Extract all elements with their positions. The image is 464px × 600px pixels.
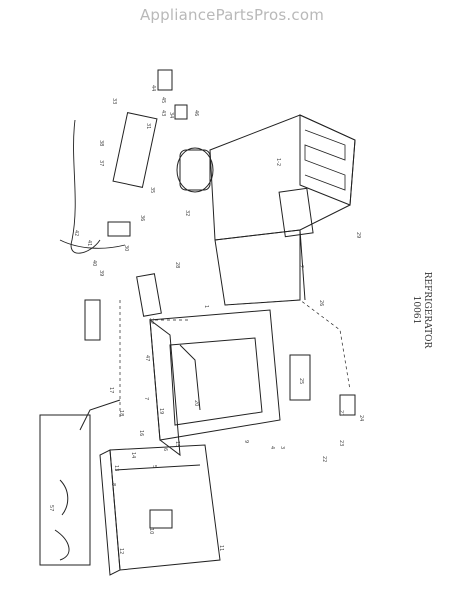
compressor xyxy=(176,147,214,193)
control-box xyxy=(278,187,314,238)
callout-43: 43 xyxy=(160,110,166,116)
callout-30: 30 xyxy=(123,245,129,251)
callout-22: 22 xyxy=(321,456,327,462)
callout-6: 6 xyxy=(162,448,168,451)
overload-part xyxy=(174,104,188,120)
callout-57: 57 xyxy=(48,505,54,511)
callout-47: 47 xyxy=(144,355,150,361)
callout-25: 25 xyxy=(298,378,304,384)
callout-21: 21 xyxy=(338,410,344,416)
thermostat-knob xyxy=(339,394,356,416)
drain-tube xyxy=(84,299,101,341)
callout-41: 41 xyxy=(86,240,92,246)
callout-38: 38 xyxy=(98,140,104,146)
shelf-part xyxy=(79,399,121,431)
callout-1: 1 xyxy=(203,305,209,308)
callout-17: 17 xyxy=(108,387,114,393)
callout-16: 16 xyxy=(138,430,144,436)
cabinet-back-assembly xyxy=(209,114,356,306)
relay-bracket xyxy=(112,112,158,188)
callout-29: 29 xyxy=(355,232,361,238)
power-cord xyxy=(59,119,126,254)
callout-28: 28 xyxy=(174,262,180,268)
inset-detail-box xyxy=(39,414,91,566)
callout-26: 26 xyxy=(318,300,324,306)
watermark-text: AppliancePartsPros.com xyxy=(139,6,325,24)
callout-46: 46 xyxy=(193,110,199,116)
callout-31: 31 xyxy=(145,123,151,129)
evaporator-tray xyxy=(136,273,162,317)
callout-35: 35 xyxy=(149,187,155,193)
callout-44: 44 xyxy=(150,85,156,91)
callout-9: 9 xyxy=(243,440,249,443)
door-handle-bracket xyxy=(149,509,173,529)
callout-20: 20 xyxy=(193,400,199,406)
inset-part-clip xyxy=(54,529,70,561)
callout-34: 34 xyxy=(168,112,174,118)
callout-33: 33 xyxy=(111,98,117,104)
callout-15: 15 xyxy=(174,441,180,447)
capacitor-part xyxy=(157,69,173,91)
relay-part xyxy=(107,221,131,237)
callout-5: 5 xyxy=(151,465,157,468)
callout-12: 12 xyxy=(118,548,124,554)
callout-8: 8 xyxy=(110,483,116,486)
callout-36: 36 xyxy=(139,215,145,221)
callout-13: 13 xyxy=(113,465,119,471)
callout-1-2: 1-2 xyxy=(275,158,281,166)
callout-24: 24 xyxy=(358,415,364,421)
condenser-coil xyxy=(304,129,346,191)
cabinet-front-box xyxy=(149,309,281,457)
callout-40: 40 xyxy=(91,260,97,266)
callout-3: 3 xyxy=(279,446,285,449)
callout-4: 4 xyxy=(269,446,275,449)
callout-7: 7 xyxy=(143,397,149,400)
callout-14: 14 xyxy=(130,452,136,458)
callout-42: 42 xyxy=(73,230,79,236)
callout-32: 32 xyxy=(184,210,190,216)
callout-27: 27 xyxy=(148,318,154,324)
inset-part-bracket xyxy=(59,479,69,516)
callout-37: 37 xyxy=(98,160,104,166)
callout-39: 39 xyxy=(98,270,104,276)
callout-23: 23 xyxy=(338,440,344,446)
callout-45: 45 xyxy=(160,97,166,103)
callout-11: 11 xyxy=(218,545,224,551)
dashed-leader-lines xyxy=(119,299,351,420)
thermostat-housing xyxy=(289,354,311,401)
door-assembly xyxy=(99,444,221,576)
callout-10: 10 xyxy=(148,528,154,534)
callout-19: 19 xyxy=(158,408,164,414)
callout-2: 2 xyxy=(298,265,304,268)
callout-18: 18 xyxy=(118,410,124,416)
